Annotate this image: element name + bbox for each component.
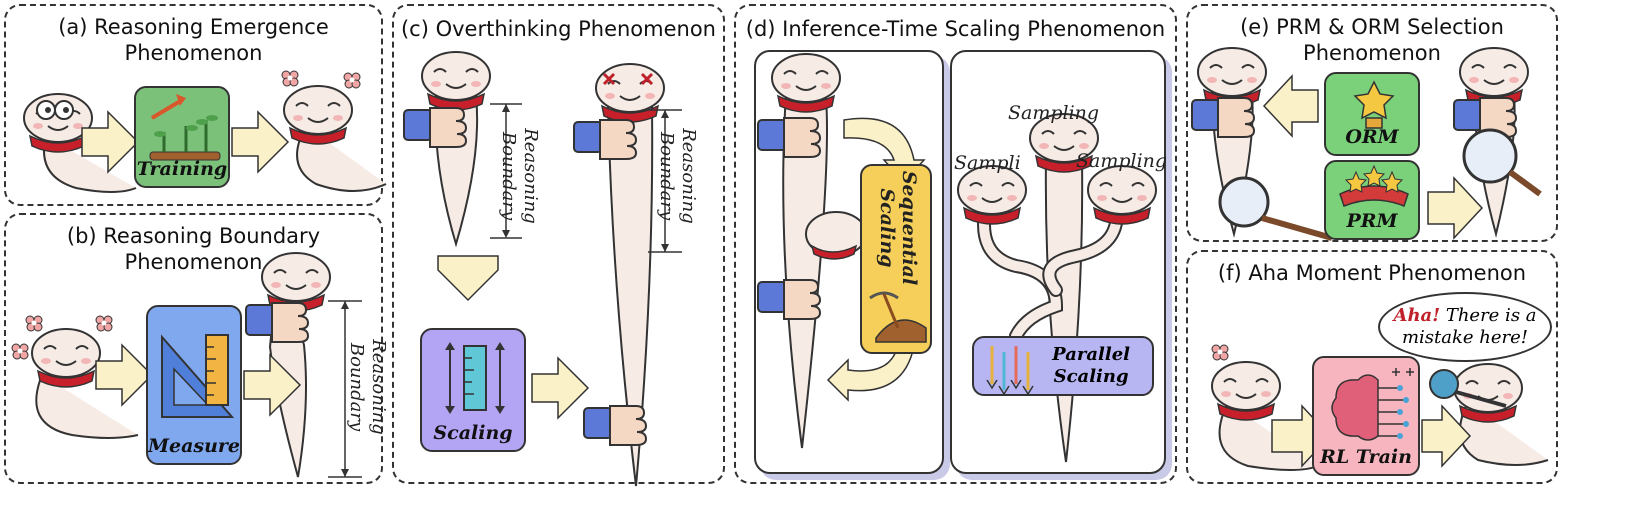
arrow-icon (243, 354, 301, 416)
parallel-arrows-icon (986, 346, 1034, 396)
sprout-chart-icon (149, 94, 221, 161)
panel-title: (c) Overthinking Phenomenon (400, 17, 716, 41)
aha-exclamation: Aha! (1393, 305, 1441, 326)
trophy-icon (1353, 80, 1395, 129)
panel-title: (f) Aha Moment Phenomenon (1217, 261, 1527, 285)
prm-label: PRM (1346, 210, 1398, 232)
orm-label: ORM (1345, 126, 1399, 148)
magnifier-icon (1429, 369, 1507, 408)
training-label: Training (136, 158, 228, 180)
rl-train-box: RL Train (1312, 356, 1420, 476)
snake-icon (1211, 344, 1549, 471)
panel-title: (e) PRM & ORM Selection Phenomenon (1240, 15, 1504, 65)
snake-icon (23, 70, 387, 193)
panel-title: (d) Inference-Time Scaling Phenomenon (745, 17, 1166, 41)
panel-title: (a) Reasoning Emergence Phenomenon (58, 15, 329, 65)
brain-circuit-icon (1331, 368, 1414, 441)
panel-reasoning-emergence: (a) Reasoning Emergence Phenomenon Train… (4, 4, 387, 206)
magnifier-icon (1218, 176, 1333, 241)
panel-inference-time-scaling: (d) Inference-Time Scaling Phenomenon Se… (734, 4, 1177, 484)
arrow-icon (81, 111, 139, 173)
panel-title: (b) Reasoning Boundary Phenomenon (66, 224, 321, 274)
sampling-label: Sampli (954, 152, 1021, 174)
pickaxe-dirt-icon (869, 291, 927, 343)
measure-box: Measure (146, 305, 242, 465)
scaling-box: Scaling (420, 328, 526, 452)
panel-prm-orm-selection: (e) PRM & ORM Selection Phenomenon ORM (1186, 4, 1558, 242)
scaling-label: Scaling (433, 422, 513, 444)
snake-icon (403, 51, 682, 487)
prm-box: PRM (1324, 160, 1420, 240)
stars-ribbon-icon (1339, 164, 1409, 207)
snake-icon (757, 53, 1157, 463)
arrow-icon (231, 111, 289, 173)
measure-label: Measure (147, 435, 241, 457)
panel-aha-moment: (f) Aha Moment Phenomenon Aha! There is … (1186, 250, 1558, 484)
bubble-text: There is a (1440, 305, 1537, 326)
bubble-text: mistake here! (1401, 327, 1529, 348)
sampling-label: Sampling (1008, 102, 1100, 124)
magnifier-icon (1462, 128, 1542, 197)
panel-reasoning-boundary: (b) Reasoning Boundary Phenomenon Measur… (4, 213, 389, 484)
sampling-label: Sampling (1076, 150, 1168, 172)
snake-icon (1191, 47, 1542, 241)
orm-box: ORM (1324, 72, 1420, 156)
ruler-arrows-icon (445, 342, 505, 414)
aha-speech-bubble: Aha! There is a mistake here! (1378, 292, 1552, 362)
ruler-triangle-icon (161, 334, 235, 418)
training-box: Training (134, 86, 230, 188)
arrow-icon (531, 357, 589, 419)
rl-train-label: RL Train (1320, 446, 1412, 468)
